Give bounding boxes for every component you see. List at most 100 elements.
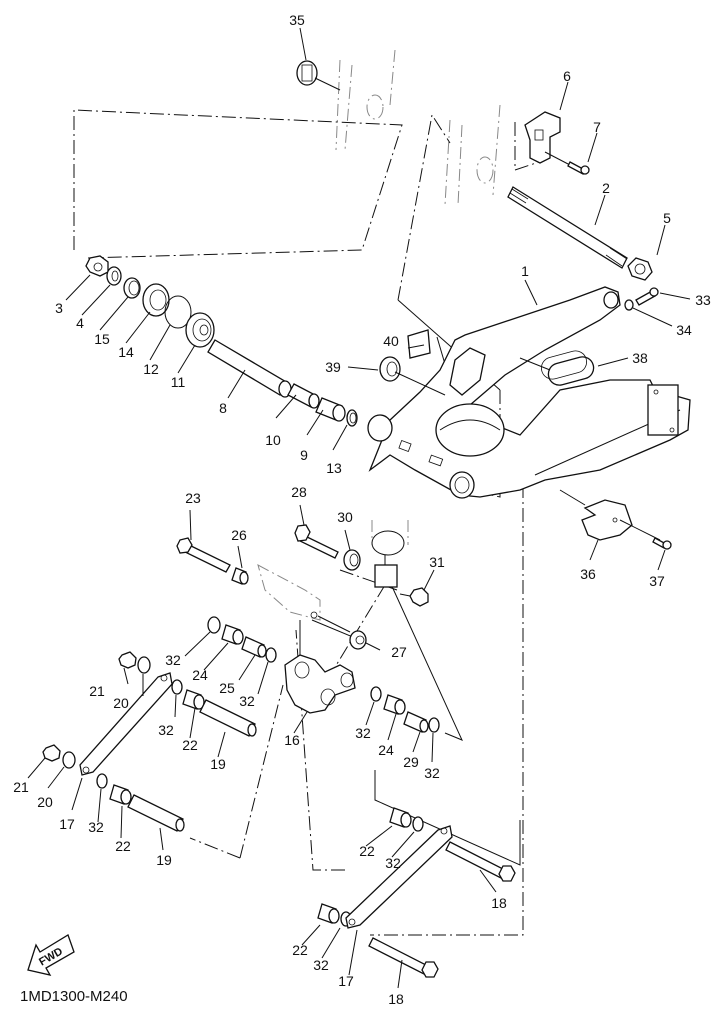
- part-37-screw: [652, 537, 672, 550]
- part-14-oil-seal: [142, 283, 170, 317]
- part-40-label: [407, 329, 431, 359]
- callout-24: 24: [192, 667, 208, 683]
- part-2-pivot-shaft: [507, 186, 628, 269]
- callout-11: 11: [170, 374, 186, 390]
- callout-22: 22: [115, 838, 131, 854]
- part-34-washer: [624, 299, 634, 311]
- part-10-collar: [287, 383, 320, 409]
- callout-19: 19: [210, 756, 226, 772]
- part-3-nut: [85, 255, 109, 277]
- callout-22: 22: [182, 737, 198, 753]
- callout-20: 20: [113, 695, 129, 711]
- callout-7: 7: [593, 119, 601, 135]
- relay-mount-ghost: [257, 564, 351, 633]
- callout-23: 23: [185, 490, 201, 506]
- callout-2: 2: [602, 180, 610, 196]
- callout-25: 25: [219, 680, 235, 696]
- callout-3: 3: [55, 300, 63, 316]
- leader-lines: [27, 27, 691, 989]
- callout-12: 12: [143, 361, 159, 377]
- callout-15: 15: [94, 331, 110, 347]
- callout-32: 32: [313, 957, 329, 973]
- callout-16: 16: [284, 732, 300, 748]
- part-17-connecting-rod: [79, 672, 453, 929]
- callout-40: 40: [383, 333, 399, 349]
- callout-32: 32: [355, 725, 371, 741]
- callout-6: 6: [563, 68, 571, 84]
- callout-20: 20: [37, 794, 53, 810]
- callout-17: 17: [338, 973, 354, 989]
- part-27-nut: [349, 630, 367, 650]
- callout-19: 19: [156, 852, 172, 868]
- callout-35: 35: [289, 12, 305, 28]
- callout-10: 10: [265, 432, 281, 448]
- callout-22: 22: [359, 843, 375, 859]
- part-39-oil-seal: [379, 356, 446, 396]
- callout-21: 21: [89, 683, 105, 699]
- part-32-oil-seal: [96, 616, 440, 927]
- part-9-bearing: [315, 397, 346, 422]
- frame-ghost-outline: [335, 49, 501, 206]
- callout-5: 5: [663, 210, 671, 226]
- part-30-collar: [343, 549, 361, 571]
- callout-8: 8: [219, 400, 227, 416]
- callout-29: 29: [403, 754, 419, 770]
- callout-37: 37: [649, 573, 665, 589]
- callout-13: 13: [326, 460, 342, 476]
- part-18-bolt: [368, 841, 516, 978]
- callout-31: 31: [429, 554, 445, 570]
- part-33-bolt: [635, 287, 659, 306]
- callout-32: 32: [424, 765, 440, 781]
- part-31-nut: [409, 587, 429, 607]
- shock-absorber-ghost: [371, 520, 409, 588]
- callout-32: 32: [88, 819, 104, 835]
- part-38-protector: [519, 350, 595, 386]
- callout-27: 27: [391, 644, 407, 660]
- callout-4: 4: [76, 315, 84, 331]
- callout-26: 26: [231, 527, 247, 543]
- callout-32: 32: [165, 652, 181, 668]
- callout-36: 36: [580, 566, 596, 582]
- callout-9: 9: [300, 447, 308, 463]
- part-6-bracket: [524, 111, 590, 175]
- callout-33: 33: [695, 292, 711, 308]
- part-24-bearing: [221, 624, 406, 715]
- part-36-cover: [559, 489, 661, 541]
- callout-39: 39: [325, 359, 341, 375]
- part-12-circlip: [164, 295, 192, 329]
- part-16-arm-relay: [284, 654, 356, 714]
- callout-22: 22: [292, 942, 308, 958]
- fwd-arrow-icon: [27, 934, 75, 976]
- part-25-collar: [241, 636, 267, 658]
- part-23-bolt: [176, 537, 231, 573]
- part-4-washer: [106, 266, 122, 286]
- callout-30: 30: [337, 509, 353, 525]
- drawing-code: 1MD1300-M240: [20, 988, 128, 1005]
- callout-24: 24: [378, 742, 394, 758]
- callout-1: 1: [521, 263, 529, 279]
- callout-38: 38: [632, 350, 648, 366]
- callout-14: 14: [118, 344, 134, 360]
- part-11-bearing: [185, 312, 215, 348]
- part-21-nut: [42, 651, 137, 762]
- part-5-nut: [627, 257, 653, 281]
- part-29-collar: [403, 711, 429, 733]
- callout-28: 28: [291, 484, 307, 500]
- part-35-cap: [296, 60, 341, 91]
- callout-17: 17: [59, 816, 75, 832]
- callout-34: 34: [676, 322, 692, 338]
- part-15-collar: [123, 277, 141, 299]
- callout-32: 32: [385, 855, 401, 871]
- part-26-collar: [231, 567, 249, 585]
- callout-21: 21: [13, 779, 29, 795]
- part-20-washer: [62, 656, 151, 769]
- part-8-collar: [207, 339, 292, 398]
- part-19-collar: [127, 699, 257, 832]
- part-28-bolt: [294, 524, 339, 559]
- part-22-bearing: [109, 689, 412, 924]
- part-13-oil-seal: [346, 409, 358, 427]
- callout-18: 18: [491, 895, 507, 911]
- part-1-rear-arm: [367, 286, 691, 499]
- callout-18: 18: [388, 991, 404, 1007]
